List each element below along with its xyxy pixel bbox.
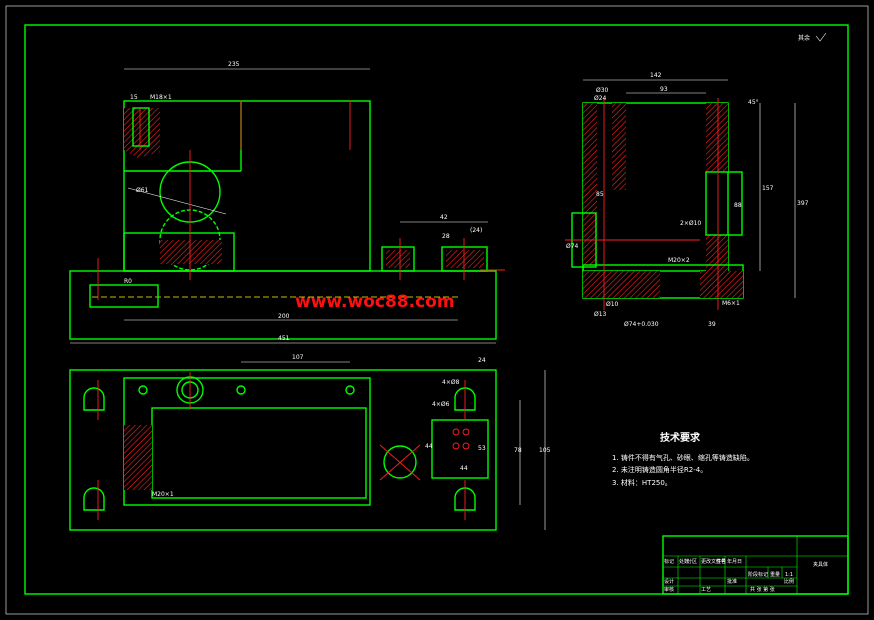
- dim-24: (24): [470, 227, 482, 234]
- dim-thread: M18×1: [150, 94, 172, 101]
- tb-row-1: 处数: [679, 558, 689, 565]
- dim-397: 397: [797, 200, 809, 207]
- tb-row-2: 分区: [687, 558, 697, 565]
- dim-plan-78: 78: [514, 447, 522, 454]
- dim-dia-10: Ø10: [606, 301, 619, 308]
- front-view: Ø61 235 15 M18×1 42 28 (24) R0 200 451: [69, 61, 505, 344]
- side-view: 142 Ø30 Ø24 93 85 157 397 88 Ø74 2×Ø10 M…: [565, 72, 809, 328]
- dim-r-top: 4×Ø8: [442, 379, 460, 386]
- dim-dia-30: Ø30: [596, 87, 609, 94]
- dim-overall-451: 451: [278, 335, 290, 342]
- tech-item-1: 1. 铸件不得有气孔、砂眼、缩孔等铸造缺陷。: [612, 453, 754, 462]
- inner-frame: [24, 24, 849, 595]
- dim-r-bot: 4×Ø6: [432, 401, 450, 408]
- scale: 1:1: [785, 572, 793, 578]
- watermark: www.woc88.com: [295, 292, 455, 312]
- tech-requirements: 技术要求 1. 铸件不得有气孔、砂眼、缩孔等铸造缺陷。 2. 未注明铸造圆角半径…: [612, 431, 754, 487]
- dim-28: 28: [442, 233, 450, 240]
- part-name: 夹具体: [813, 561, 828, 568]
- dim-dia-24: Ø24: [594, 95, 607, 102]
- tb-label-weight: 重量: [770, 571, 780, 578]
- dim-dia-13: Ø13: [594, 311, 607, 318]
- dim-plan-m20: M20×1: [152, 491, 174, 498]
- tb-label-design: 设计: [664, 578, 674, 585]
- dim-small-15: 15: [130, 94, 138, 101]
- tb-label-approve: 批准: [727, 578, 737, 585]
- dim-length-200: 200: [278, 313, 290, 320]
- dim-plan-107: 107: [292, 354, 304, 361]
- roughness-note: 其余: [798, 34, 810, 42]
- dim-m6: M6×1: [722, 300, 740, 307]
- dim-dia-74: Ø74: [566, 243, 579, 250]
- dim-m20: M20×2: [668, 257, 690, 264]
- dim-plan-24: 24: [478, 357, 486, 364]
- dim-bore-rd: R0: [124, 278, 132, 285]
- tb-row-4: 签名: [716, 558, 726, 565]
- plan-view: 107 24 4×Ø8 4×Ø6 44 53 78 105 44 M20×1: [69, 354, 551, 531]
- tech-title: 技术要求: [660, 431, 701, 444]
- dim-88: 88: [734, 202, 742, 209]
- tb-label-scale: 比例: [784, 578, 794, 585]
- tech-item-3: 3. 材料：HT250。: [612, 478, 672, 487]
- outer-border: [5, 5, 869, 615]
- tb-row-5: 年月日: [727, 558, 742, 565]
- roughness-symbol: [815, 32, 827, 42]
- dim-39: 39: [708, 321, 716, 328]
- dim-plan-44: 44: [425, 443, 433, 450]
- dim-85: 85: [596, 191, 604, 198]
- dim-93: 93: [660, 86, 668, 93]
- dim-overall-width: 235: [228, 61, 240, 68]
- title-block: 夹具体 1:1 标记 处数 分区 更改文件号 签名 年月日 设计 审核 工艺 批…: [662, 535, 849, 595]
- tb-label-stage: 阶段标记: [748, 571, 768, 578]
- dim-dia-61: Ø61: [136, 187, 149, 194]
- tb-row-3: 更改文件号: [701, 558, 726, 565]
- dim-157: 157: [762, 185, 774, 192]
- tech-item-2: 2. 未注明铸造圆角半径R2-4。: [612, 465, 707, 474]
- dim-plan-44b: 44: [460, 465, 468, 472]
- tb-label-sheet: 共 张 第 张: [750, 586, 775, 593]
- dim-plan-53: 53: [478, 445, 486, 452]
- dim-top-width: 142: [650, 72, 662, 79]
- tb-label-process: 工艺: [701, 587, 711, 593]
- dim-2x10: 2×Ø10: [680, 220, 701, 227]
- tb-row-0: 标记: [664, 558, 674, 565]
- dim-plan-105: 105: [539, 447, 551, 454]
- tb-label-check: 审核: [664, 586, 674, 593]
- dim-angle: 45°: [748, 99, 759, 106]
- dim-dia-74tol: Ø74+0.030: [624, 321, 659, 328]
- dim-slot-42: 42: [440, 214, 448, 221]
